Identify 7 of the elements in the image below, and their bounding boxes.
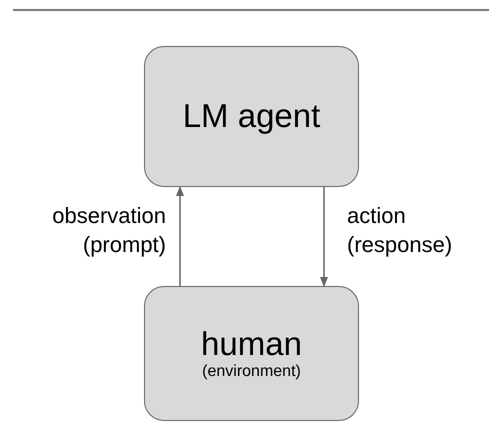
node-title: LM agent (182, 98, 320, 135)
arrow (176, 186, 184, 286)
node-title: human (201, 326, 302, 362)
environment-box (144, 286, 359, 421)
agent-box (144, 46, 359, 187)
arrow (320, 187, 328, 287)
node-subtitle: (environment) (202, 362, 301, 382)
